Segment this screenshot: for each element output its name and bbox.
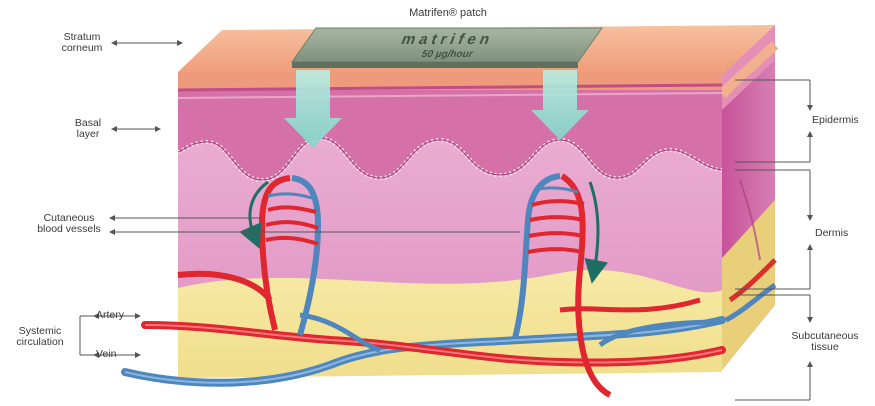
subcutaneous-tissue-label: Subcutaneous tissue xyxy=(780,331,870,353)
patch-brand-text: matrifen xyxy=(399,31,496,47)
dermis-label: Dermis xyxy=(815,228,865,239)
patch-dose-text: 50 µg/hour xyxy=(420,49,475,60)
cutaneous-blood-vessels-label: Cutaneous blood vessels xyxy=(28,213,110,235)
epidermis-label: Epidermis xyxy=(812,115,872,126)
artery-label: Artery xyxy=(96,310,138,321)
block-side-face xyxy=(722,25,775,370)
systemic-circulation-label: Systemic circulation xyxy=(6,326,74,348)
vein-label: Vein xyxy=(96,349,138,360)
patch-title-label: Matrifen® patch xyxy=(378,8,518,19)
basal-layer-label: Basal layer xyxy=(68,118,108,140)
matrifen-patch: matrifen 50 µg/hour xyxy=(292,28,602,68)
stratum-corneum-label: Stratum corneum xyxy=(52,32,112,54)
